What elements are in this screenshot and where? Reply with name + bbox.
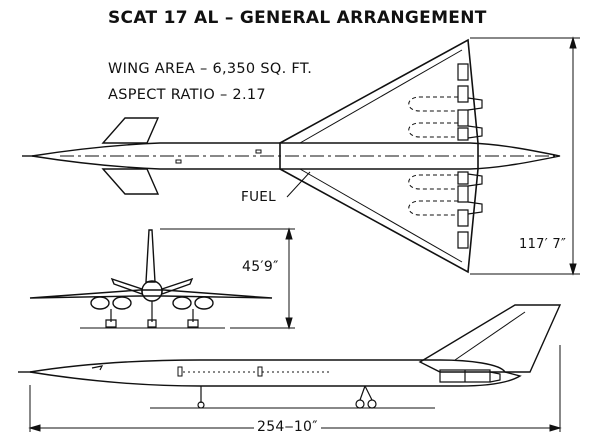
- span-dimension-label: 117′ 7″: [519, 236, 567, 253]
- aspect-ratio-spec: ASPECT RATIO – 2.17: [108, 87, 266, 103]
- front-fuselage: [142, 281, 162, 301]
- side-landing-gear: [198, 386, 376, 408]
- plan-wing-inner-line-top: [300, 50, 462, 143]
- side-engine-pods: [440, 370, 500, 382]
- front-wing: [30, 290, 272, 298]
- front-view: [30, 230, 272, 328]
- plan-fuselage: [32, 143, 560, 169]
- plan-delta-wing: [280, 40, 478, 272]
- fuel-callout: FUEL: [240, 189, 277, 205]
- plan-view: [22, 40, 560, 272]
- span-dimension: [470, 38, 580, 274]
- front-canard-left: [112, 279, 142, 294]
- front-engine: [113, 297, 131, 309]
- side-vertical-tail: [420, 305, 560, 372]
- height-dimension-label: 45′9″: [241, 259, 280, 275]
- front-landing-gear: [106, 301, 198, 327]
- plan-fuselage-detail: [256, 150, 261, 153]
- side-window: [258, 367, 262, 376]
- length-dimension-label: 254‒10″: [254, 419, 321, 435]
- front-canard-right: [162, 279, 192, 294]
- height-dimension: [160, 229, 295, 328]
- side-tail-inner-line: [455, 312, 525, 360]
- front-engine: [173, 297, 191, 309]
- side-view: [18, 305, 560, 408]
- plan-fuselage-detail: [176, 160, 181, 163]
- front-engine: [195, 297, 213, 309]
- plan-canard-top: [103, 118, 158, 143]
- plan-wing-inner-line-bottom: [300, 169, 462, 262]
- front-fin: [146, 230, 155, 282]
- plan-dashed-tanks: [409, 97, 458, 215]
- front-engine: [91, 297, 109, 309]
- side-window: [178, 367, 182, 376]
- plan-engine-nacelles: [458, 64, 482, 248]
- side-canopy: [92, 366, 102, 370]
- plan-canard-bottom: [103, 169, 158, 194]
- wing-area-spec: WING AREA – 6,350 SQ. FT.: [108, 61, 313, 77]
- fuel-leader-line: [287, 172, 310, 197]
- diagram-title: SCAT 17 AL – GENERAL ARRANGEMENT: [108, 8, 487, 28]
